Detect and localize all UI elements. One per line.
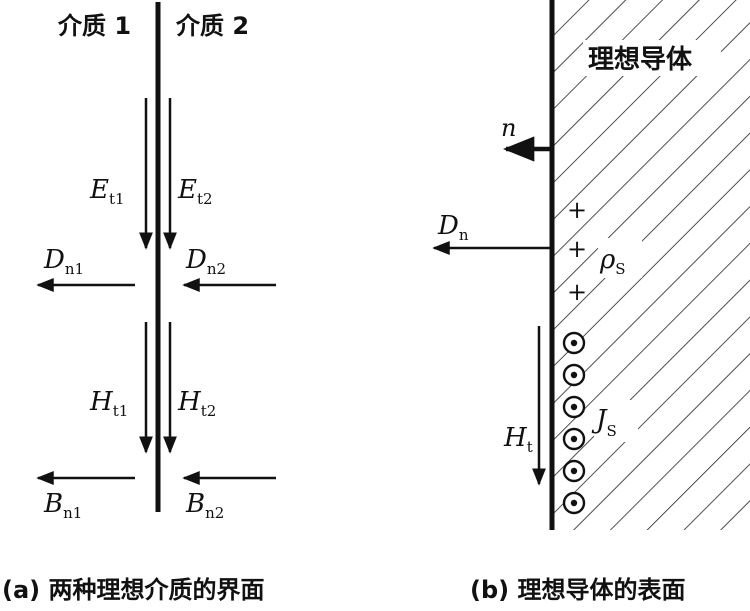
D-n2-label: Dn2 — [185, 245, 226, 278]
rho-label-bg — [598, 238, 642, 278]
panel-b: 理想导体 n Dn + + + ρS Ht JS (b) 理想导体的表面 — [432, 0, 750, 604]
E-t2-label: Et2 — [177, 175, 213, 208]
conductor-label-bg — [583, 40, 721, 76]
current-dot-symbol — [562, 363, 586, 387]
plus-sign: + — [567, 235, 587, 263]
caption-a: (a) 两种理想介质的界面 — [2, 576, 265, 604]
caption-b: (b) 理想导体的表面 — [470, 576, 685, 604]
rho-s-label: ρS — [599, 245, 626, 278]
surface-current-dots — [562, 331, 586, 515]
js-label-bg — [594, 400, 638, 442]
surface-charges: + + + — [567, 196, 587, 306]
conductor-hatch — [552, 0, 750, 530]
panel-a: 介质 1 介质 2 Et1 Et2 Dn1 Dn2 Ht1 Ht2 Bn1 Bn… — [2, 2, 276, 604]
H-t2-label: Ht2 — [177, 387, 216, 420]
D-n-label: Dn — [437, 211, 469, 244]
medium1-label: 介质 1 — [57, 12, 131, 40]
current-dot-symbol — [562, 427, 586, 451]
normal-n-label: n — [501, 114, 516, 142]
E-t1-label: Et1 — [89, 175, 125, 208]
H-t-label: Ht — [503, 423, 533, 456]
current-dot-symbol — [562, 395, 586, 419]
current-dot-symbol — [562, 459, 586, 483]
medium2-label: 介质 2 — [175, 12, 249, 40]
B-n2-label: Bn2 — [185, 489, 224, 522]
current-dot-symbol — [562, 331, 586, 355]
plus-sign: + — [567, 196, 587, 224]
J-s-label: JS — [591, 405, 617, 440]
plus-sign: + — [567, 278, 587, 306]
D-n1-label: Dn1 — [43, 245, 84, 278]
H-t1-label: Ht1 — [89, 387, 128, 420]
conductor-label: 理想导体 — [588, 45, 693, 75]
current-dot-symbol — [562, 491, 586, 515]
B-n1-label: Bn1 — [43, 489, 82, 522]
